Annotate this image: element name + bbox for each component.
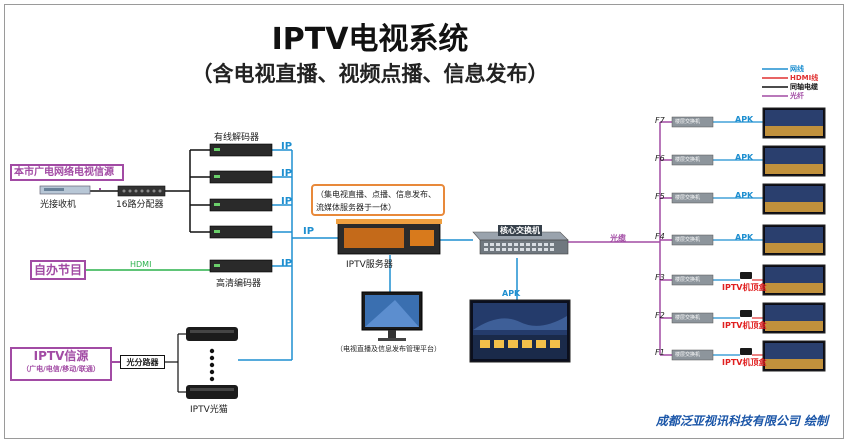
stb-label-f3: IPTV机顶盒 <box>722 283 767 292</box>
platform-label: （电视直播及信息发布管理平台） <box>336 345 441 353</box>
apk-label-f7: APK <box>735 115 754 124</box>
cable-tv-source: 本市广电网络电视信源 <box>10 164 124 181</box>
stb-label-f2: IPTV机顶盒 <box>722 321 767 330</box>
cable-decoder-devices <box>209 143 273 273</box>
modem-ellipsis <box>209 348 215 382</box>
legend-network: 网线 <box>790 65 804 73</box>
ip-floor-tvs <box>713 121 763 356</box>
apk-label-main: APK <box>502 289 521 298</box>
page-subtitle: （含电视直播、视频点播、信息发布） <box>191 62 549 86</box>
fiber-floors <box>568 121 672 356</box>
fiber-label: 光缆 <box>610 234 626 243</box>
floor-switch-label-f5: 楼层交换机 <box>675 195 701 201</box>
core-switch-device <box>472 231 569 255</box>
legend-hdmi: HDMI线 <box>790 74 819 82</box>
footer-credit: 成都泛亚视讯科技有限公司 绘制 <box>655 414 828 428</box>
splitter16-label: 16路分配器 <box>116 200 164 210</box>
hdmi-stb-tvs <box>752 279 763 356</box>
splitter16-device <box>117 185 166 197</box>
iptv-source-title: IPTV信源 <box>33 349 89 363</box>
floor-f5: F5 <box>655 192 665 201</box>
iptv-source: IPTV信源 （广电/电信/移动/联通） <box>10 347 112 381</box>
hotel-tv-screen <box>469 299 571 363</box>
cable-decoder-label: 有线解码器 <box>214 133 260 143</box>
room-tv-screens <box>762 107 826 372</box>
management-pc-icon <box>361 291 423 341</box>
ip-label-1: IP <box>281 141 293 152</box>
hd-encoder-label: 高清编码器 <box>216 279 262 289</box>
ip-label-2: IP <box>281 168 293 179</box>
decoder-leds <box>214 148 220 267</box>
ip-label-5: IP <box>281 258 293 269</box>
apk-label-f4: APK <box>735 233 754 242</box>
iptv-modem-label: IPTV光猫 <box>190 405 228 415</box>
floor-switch-label-f1: 楼层交换机 <box>675 352 701 358</box>
floor-f6: F6 <box>655 154 665 163</box>
stb-label-f1: IPTV机顶盒 <box>722 358 767 367</box>
floor-switch-label-f7: 楼层交换机 <box>675 119 701 125</box>
diagram-frame <box>4 4 844 439</box>
own-program-source: 自办节目 <box>30 260 86 280</box>
optical-splitter-box: 光分路器 <box>120 355 165 369</box>
floor-f7: F7 <box>655 116 665 125</box>
legend-lines <box>762 68 788 97</box>
floor-f4: F4 <box>655 232 665 241</box>
floor-switch-label-f2: 楼层交换机 <box>675 315 701 321</box>
server-device <box>336 219 442 255</box>
optical-receiver-label: 光接收机 <box>40 200 77 210</box>
iptv-source-subtitle: （广电/电信/移动/联通） <box>22 365 100 373</box>
ip-label-4: IP <box>303 226 315 237</box>
legend-fiber: 光纤 <box>790 92 804 100</box>
server-note-box: （集电视直播、点播、信息发布、流媒体服务器于一体） <box>311 184 445 216</box>
floor-f2: F2 <box>655 311 665 320</box>
optical-receiver-device <box>39 185 91 195</box>
floor-switch-label-f4: 楼层交换机 <box>675 237 701 243</box>
floor-switch-devices <box>671 116 714 361</box>
server-label: IPTV服务器 <box>346 260 393 270</box>
stb-devices <box>740 272 752 355</box>
legend-coax: 同轴电缆 <box>790 83 818 91</box>
ip-label-3: IP <box>281 196 293 207</box>
apk-label-f5: APK <box>735 191 754 200</box>
page-title: IPTV电视系统 <box>271 22 469 57</box>
fiber-splitter-modems <box>165 333 186 393</box>
core-switch-label: 核心交换机 <box>498 225 542 236</box>
iptv-modem-devices <box>186 327 238 399</box>
apk-label-f6: APK <box>735 153 754 162</box>
floor-f3: F3 <box>655 273 665 282</box>
floor-f1: F1 <box>655 348 665 357</box>
floor-switch-label-f3: 楼层交换机 <box>675 277 701 283</box>
ip-lines-decoders <box>238 149 338 361</box>
floor-switch-label-f6: 楼层交换机 <box>675 157 701 163</box>
hdmi-label: HDMI <box>130 260 152 269</box>
